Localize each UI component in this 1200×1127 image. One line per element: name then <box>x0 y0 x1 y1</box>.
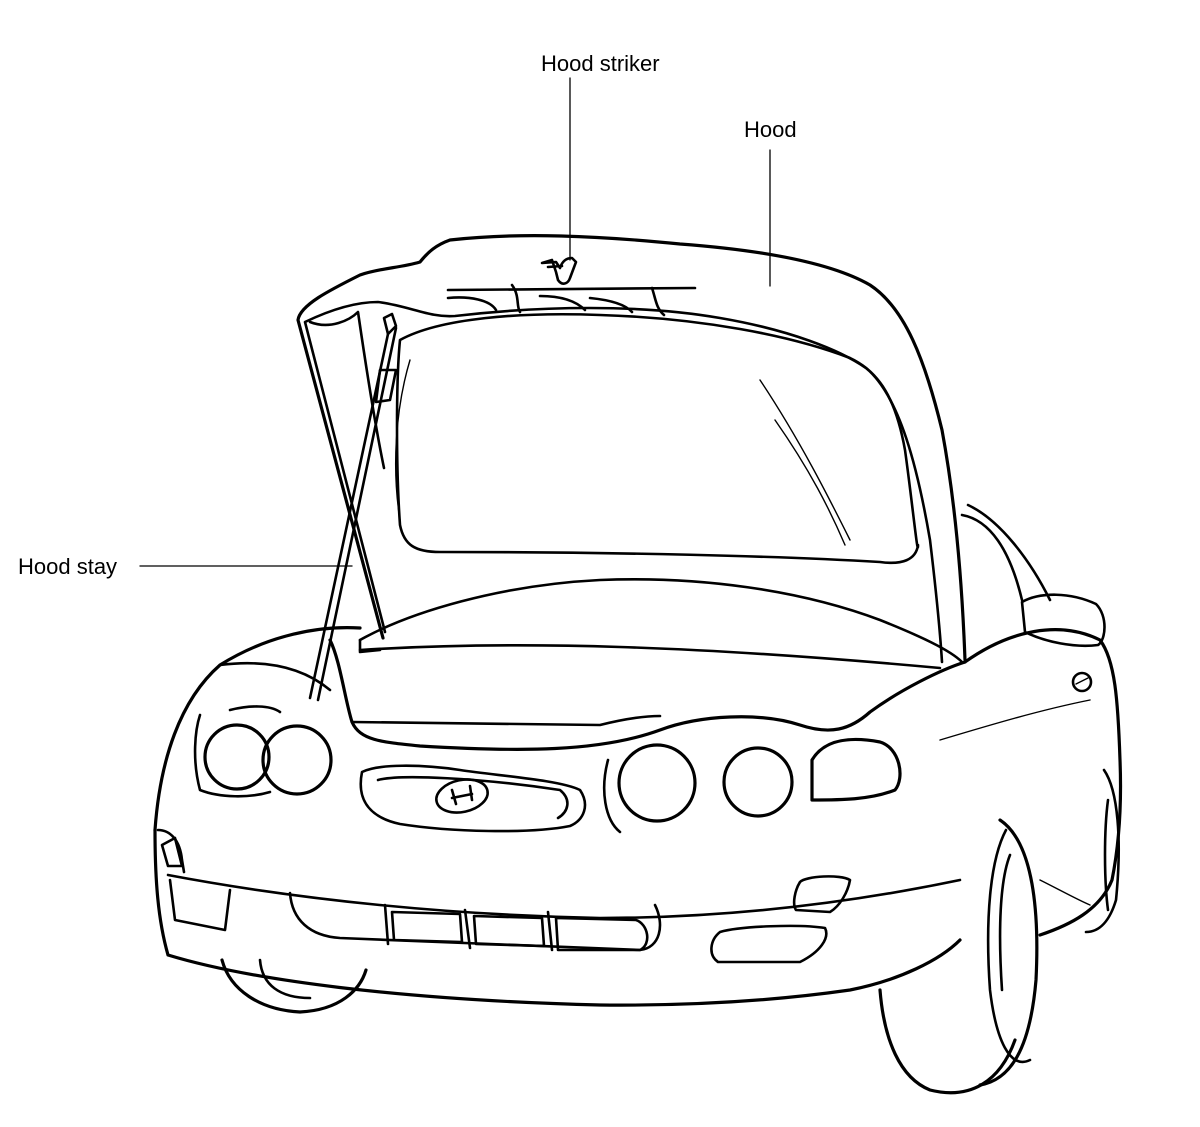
hood-striker <box>540 256 578 285</box>
car-body <box>153 503 1123 1095</box>
hood-stay <box>308 312 398 702</box>
callout-hood: Hood <box>744 117 797 142</box>
hood-panel <box>296 234 967 664</box>
callout-hood-stay: Hood stay <box>18 554 118 579</box>
callout-hood-striker: Hood striker <box>541 51 660 76</box>
leader-lines <box>139 77 771 567</box>
